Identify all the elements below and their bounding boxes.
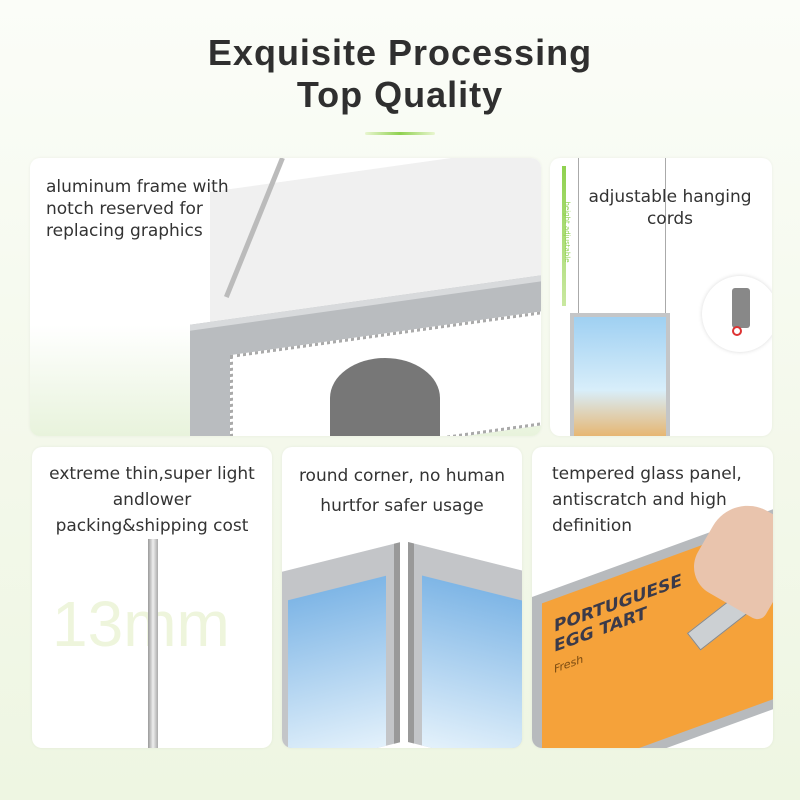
feature-card-glass: tempered glass panel, antiscratch and hi…: [532, 447, 773, 748]
caption-tempered-glass: tempered glass panel, antiscratch and hi…: [552, 464, 742, 536]
thin-panel-edge: [148, 539, 158, 748]
poster-text: PORTUGUESE EGG TART: [554, 570, 682, 657]
poster-subtext: Fresh: [554, 652, 584, 676]
caption-aluminum-frame: aluminum frame with notch reserved for r…: [46, 177, 229, 241]
caption-hanging-cords: adjustable hanging cords: [588, 187, 752, 229]
product-image: [330, 358, 440, 436]
caption-round-corner: round corner, no human hurtfor safer usa…: [298, 466, 506, 516]
cord-right: [665, 158, 666, 323]
cord-left: [578, 158, 579, 323]
arrow-label: height adjustable: [563, 201, 571, 263]
caption-thin: extreme thin,super light andlower packin…: [49, 464, 255, 536]
cord-clamp-detail: [702, 276, 772, 352]
feature-card-cords: height adjustable adjustable hanging cor…: [550, 158, 772, 436]
feature-card-corner: round corner, no human hurtfor safer usa…: [282, 447, 522, 748]
panel-right: [408, 542, 522, 748]
feature-card-thin: extreme thin,super light andlower packin…: [32, 447, 272, 748]
title-line-1: Exquisite Processing: [207, 32, 593, 73]
title-line-2: Top Quality: [296, 74, 504, 115]
feature-card-frame: aluminum frame with notch reserved for r…: [30, 158, 541, 436]
thickness-label: 13mm: [52, 588, 230, 660]
panel-left: [282, 542, 400, 748]
hanging-light-box: [570, 313, 670, 436]
arrow-up-down-icon: [562, 166, 566, 306]
title-underline: [365, 132, 435, 135]
